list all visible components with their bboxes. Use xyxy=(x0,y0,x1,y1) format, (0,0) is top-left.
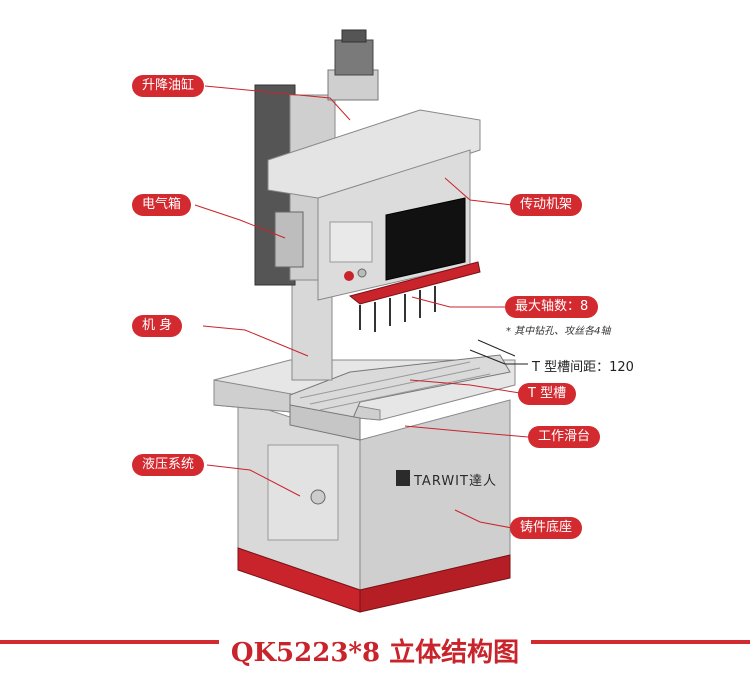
hydraulic-gauge-icon xyxy=(310,489,326,505)
transmission-frame-top xyxy=(267,109,481,201)
tag-machine-body: 机 身 xyxy=(132,315,183,337)
tag-cast-base: 铸件底座 xyxy=(510,517,583,539)
spindle-head-plate xyxy=(348,261,481,305)
spindle-window xyxy=(385,197,466,281)
spindles xyxy=(359,286,436,332)
tag-electric-box: 电气箱 xyxy=(132,194,192,216)
electric-box xyxy=(274,211,304,268)
control-panel xyxy=(329,221,373,263)
title-spacer xyxy=(0,652,750,654)
tag-hydraulic-system: 液压系统 xyxy=(132,454,205,476)
tag-lift-cylinder: 升降油缸 xyxy=(132,75,205,97)
leader-machine-body xyxy=(202,325,309,357)
leader-electric-box xyxy=(194,204,286,239)
leader-max-spindles xyxy=(411,296,508,308)
title-bar-left xyxy=(0,640,230,644)
tag-work-slide: 工作滑台 xyxy=(528,426,601,448)
brand-logo-text: TARWIT xyxy=(414,474,469,489)
motor-cap xyxy=(341,29,367,43)
title-bar-right xyxy=(520,640,750,644)
base-red-band-front xyxy=(359,554,511,613)
leader-work-slide xyxy=(404,425,529,438)
tag-max-spindles: 最大轴数：8 xyxy=(505,296,599,318)
brand-logo-cn: 達人 xyxy=(468,474,497,489)
tag-transmission-frame: 传动机架 xyxy=(510,194,583,216)
base-door xyxy=(267,444,339,541)
leader-transmission-frame xyxy=(444,177,513,206)
work-slide-side xyxy=(289,404,361,441)
leader-hydraulic-system xyxy=(206,464,301,497)
brand-logo: TARWIT達人 xyxy=(414,470,497,489)
motor xyxy=(334,39,374,76)
spindle-note: * 其中钻孔、攻丝各4轴 xyxy=(506,326,611,337)
leader-lift-cylinder xyxy=(204,85,351,121)
leader-cast-base xyxy=(454,509,513,529)
leader-lines xyxy=(194,85,529,529)
t-slot-spacing: T 型槽间距：120 xyxy=(532,360,634,375)
emergency-button-icon xyxy=(344,271,354,281)
tag-t-slot: T 型槽 xyxy=(518,383,577,405)
brand-logo-icon xyxy=(396,470,410,486)
leader-t-slot xyxy=(409,379,521,394)
t-slot-grooves xyxy=(299,361,491,411)
knob-icon xyxy=(357,268,367,278)
t-slot-dimension xyxy=(469,339,528,365)
